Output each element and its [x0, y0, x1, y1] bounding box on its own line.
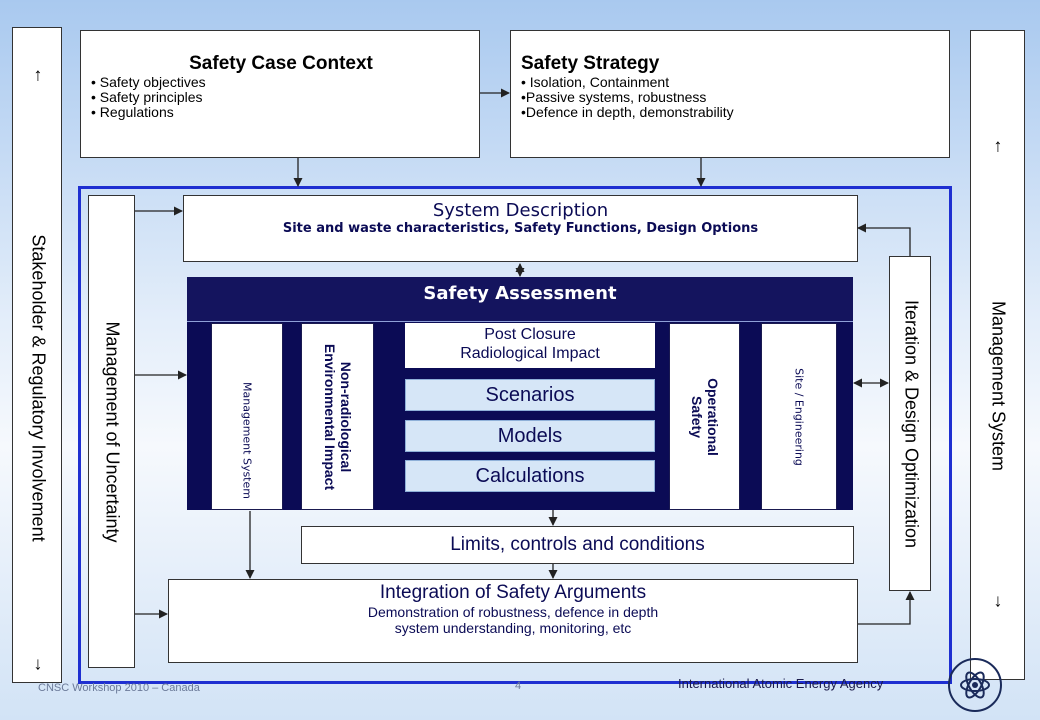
col-non-radiological-line1: Non-radiological — [337, 361, 354, 472]
safety-strategy-title: Safety Strategy — [521, 53, 660, 74]
col-management-system-label: Management System — [241, 382, 254, 499]
list-item: • Safety objectives — [91, 74, 206, 90]
col-non-radiological-label: Non-radiological Environmental Impact — [322, 343, 354, 489]
safety-assessment-header — [187, 277, 853, 322]
stakeholder-panel: ↑ Stakeholder & Regulatory Involvement ↓ — [12, 27, 62, 683]
stakeholder-label: Stakeholder & Regulatory Involvement — [28, 234, 49, 542]
footer-agency: International Atomic Energy Agency — [678, 676, 884, 691]
col-site-label: Site / Engineering — [792, 367, 806, 466]
arrow-up-icon: ↑ — [33, 64, 43, 85]
integration-box: Integration of Safety Arguments Demonstr… — [168, 579, 858, 663]
integration-title: Integration of Safety Arguments — [379, 582, 647, 603]
integration-line2: system understanding, monitoring, etc — [394, 620, 632, 636]
models-box: Models — [405, 420, 655, 452]
col-site-engineering: Site / Engineering — [761, 323, 837, 510]
list-item: • Isolation, Containment — [521, 74, 670, 90]
blue-frame — [78, 186, 952, 684]
safety-assessment-title: Safety Assessment — [423, 283, 617, 304]
integration-line1: Demonstration of robustness, defence in … — [367, 604, 659, 620]
iteration-box: Iteration & Design Optimization — [889, 256, 931, 591]
post-closure-line2: Radiological Impact — [460, 345, 600, 362]
safety-case-context-title: Safety Case Context — [189, 53, 373, 74]
list-item: •Passive systems, robustness — [521, 89, 707, 105]
iteration-label: Iteration & Design Optimization — [901, 299, 922, 549]
safety-case-context-list: • Safety objectives • Safety principles … — [91, 75, 479, 120]
iaea-logo-icon — [948, 658, 1002, 712]
col-operational-label: Operational Safety — [689, 378, 721, 456]
scenarios-box: Scenarios — [405, 379, 655, 411]
safety-case-context-box: Safety Case Context • Safety objectives … — [80, 30, 480, 158]
arrow-up-icon: ↑ — [993, 135, 1003, 156]
safety-strategy-list: • Isolation, Containment •Passive system… — [521, 75, 949, 120]
footer-left: CNSC Workshop 2010 – Canada — [38, 682, 200, 694]
arrow-down-icon: ↓ — [33, 653, 43, 674]
post-closure-header: Post Closure Radiological Impact — [405, 323, 655, 368]
system-description-title: System Description — [432, 200, 609, 221]
list-item: •Defence in depth, demonstrability — [521, 104, 734, 120]
col-operational-safety: Operational Safety — [669, 323, 740, 510]
col-operational-line1: Operational — [704, 377, 721, 456]
col-management-system: Management System — [211, 323, 283, 510]
system-description-box: System Description Site and waste charac… — [183, 195, 858, 262]
footer-page: 4 — [515, 680, 522, 692]
limits-box: Limits, controls and conditions — [301, 526, 854, 564]
col-non-radiological: Non-radiological Environmental Impact — [301, 323, 374, 510]
management-system-label: Management System — [988, 300, 1009, 472]
post-closure-line1: Post Closure — [484, 326, 576, 343]
col-management-system-text: Management System — [240, 381, 254, 499]
arrow-down-icon: ↓ — [993, 590, 1003, 611]
management-of-uncertainty-label: Management of Uncertainty — [102, 321, 123, 543]
management-system-panel: ↑ Management System ↓ — [970, 30, 1025, 680]
col-operational-line2: Safety — [688, 395, 705, 438]
management-of-uncertainty-box: Management of Uncertainty — [88, 195, 135, 668]
system-description-subtitle: Site and waste characteristics, Safety F… — [282, 221, 759, 236]
list-item: • Regulations — [91, 104, 174, 120]
safety-strategy-box: Safety Strategy • Isolation, Containment… — [510, 30, 950, 158]
col-non-radiological-line2: Environmental Impact — [321, 343, 338, 490]
calculations-box: Calculations — [405, 460, 655, 492]
list-item: • Safety principles — [91, 89, 203, 105]
